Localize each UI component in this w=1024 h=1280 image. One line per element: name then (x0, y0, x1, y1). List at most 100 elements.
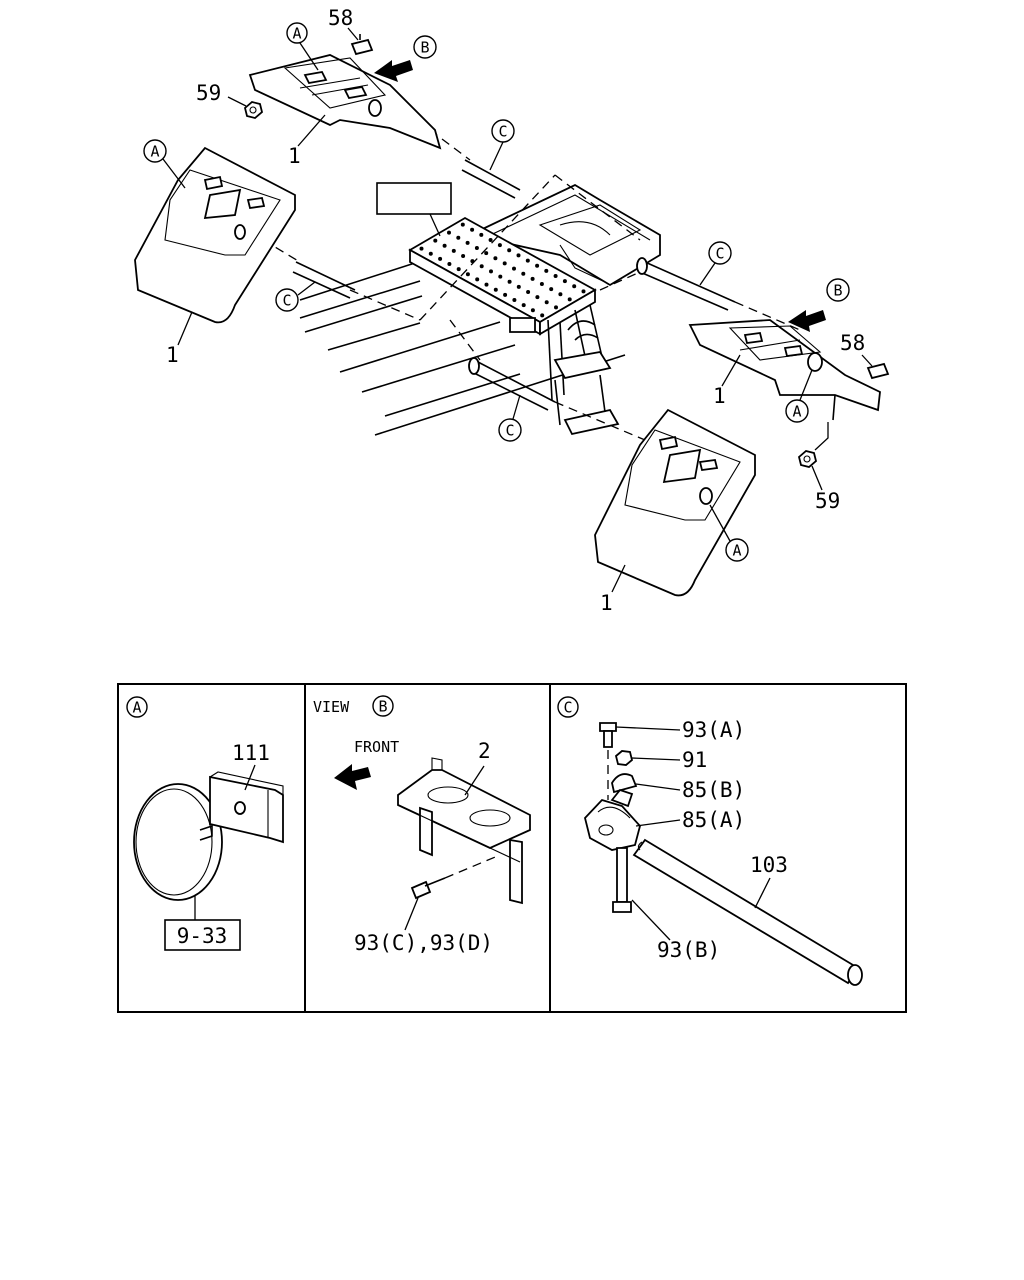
callout-59-right: 59 (811, 465, 840, 513)
stays (292, 159, 736, 411)
svg-text:1: 1 (166, 343, 179, 367)
perforation-dot (512, 298, 517, 302)
detail-panels-frame (117, 683, 907, 1013)
detail-c: C 93(A) 91 85(B) (557, 696, 863, 986)
perforation-dot (507, 248, 512, 253)
perforation-dot (562, 279, 567, 284)
perforation-dot (540, 313, 545, 318)
clamp-85b (611, 773, 638, 794)
perforation-dot (451, 248, 456, 253)
perforation-dot (475, 277, 480, 282)
callout-1-top: 1 (288, 114, 326, 168)
svg-text:103: 103 (750, 853, 788, 877)
perforation-dot (549, 287, 554, 292)
svg-text:58: 58 (328, 6, 353, 30)
perforation-dot (497, 243, 502, 248)
callout-b-right: B (826, 278, 850, 302)
perforation-dot (447, 230, 451, 235)
svg-text:C: C (505, 422, 514, 440)
svg-text:93(C),93(D): 93(C),93(D) (354, 931, 493, 955)
detail-a: A 111 9-33 (126, 696, 284, 951)
svg-text:93(A): 93(A) (682, 718, 745, 742)
svg-text:B: B (420, 39, 429, 57)
perforation-dot (460, 222, 465, 227)
perforation-dot (553, 274, 558, 278)
perforation-dot (470, 227, 475, 232)
callout-a-right: A (785, 369, 813, 423)
svg-text:59: 59 (815, 489, 840, 513)
callout-1-rear-left: 1 (166, 311, 193, 367)
tube-103 (632, 838, 863, 986)
rear-right-guard (594, 408, 756, 597)
step-bracket (547, 304, 620, 436)
callout-1-rear-right: 1 (600, 564, 626, 615)
perforation-dot (493, 256, 498, 261)
bracket-111 (209, 771, 284, 844)
step-plate (408, 216, 597, 336)
perforation-dot (521, 271, 526, 276)
svg-text:B: B (378, 698, 387, 716)
svg-text:111: 111 (232, 741, 270, 765)
svg-text:A: A (132, 699, 141, 717)
perforation-dot (456, 235, 461, 240)
bolt-93a (599, 722, 617, 748)
perforation-dot (479, 232, 484, 237)
svg-text:FRONT: FRONT (354, 738, 399, 756)
perforation-dot (484, 282, 489, 287)
perforation-dot (558, 292, 563, 297)
svg-text:1: 1 (288, 144, 301, 168)
perforation-dot (456, 267, 461, 272)
perforation-dot (419, 246, 424, 251)
perforation-dot (498, 274, 503, 279)
nut-59-right (797, 422, 829, 468)
nut-59-top (243, 101, 264, 119)
svg-text:C: C (563, 699, 572, 717)
front-arrow (334, 764, 371, 790)
perforation-dot (512, 266, 516, 271)
perforation-dot (535, 295, 540, 300)
bolt-58-top (350, 34, 374, 56)
cross-member (467, 183, 661, 287)
bolt-93b (612, 847, 632, 913)
perforation-dot (438, 256, 443, 261)
perforation-dot (474, 246, 479, 250)
nut-91 (614, 750, 634, 766)
perforation-dot (461, 254, 466, 258)
reflector-lens (133, 783, 223, 901)
perforation-dot (465, 272, 470, 277)
perforation-dot (530, 308, 535, 313)
svg-text:VIEW: VIEW (313, 698, 350, 716)
svg-text:1: 1 (713, 384, 726, 408)
svg-text:A: A (732, 542, 741, 560)
perforation-dot (554, 305, 558, 310)
svg-text:93(B): 93(B) (657, 938, 720, 962)
bracket-2 (397, 757, 531, 905)
bolt-58-right (866, 362, 890, 380)
callout-c-bottom: C (498, 394, 522, 442)
perforation-dot (530, 276, 535, 281)
callout-59-top: 59 (196, 81, 247, 107)
perforation-dot (479, 264, 484, 269)
svg-text:C: C (715, 245, 724, 263)
svg-text:9-33: 9-33 (177, 924, 228, 948)
bolt-93c (410, 854, 501, 900)
perforation-dot (572, 284, 577, 289)
perforation-dot (516, 253, 521, 258)
perforation-dot (433, 238, 438, 243)
svg-text:85(B): 85(B) (682, 778, 745, 802)
perforation-dot (465, 240, 470, 245)
svg-text:85(A): 85(A) (682, 808, 745, 832)
ref-box-9-33 (376, 182, 452, 237)
perforation-dot (535, 263, 540, 268)
callout-a-top: A (286, 22, 319, 71)
callout-1-right: 1 (713, 354, 741, 408)
perforation-dot (507, 279, 512, 284)
perforation-dot (502, 261, 507, 266)
svg-text:58: 58 (840, 331, 865, 355)
clamp-85a (584, 788, 641, 851)
arrow-b-right (788, 310, 826, 332)
svg-text:2: 2 (478, 739, 491, 763)
perforation-dot (544, 300, 549, 305)
callout-c-right: C (699, 241, 732, 286)
